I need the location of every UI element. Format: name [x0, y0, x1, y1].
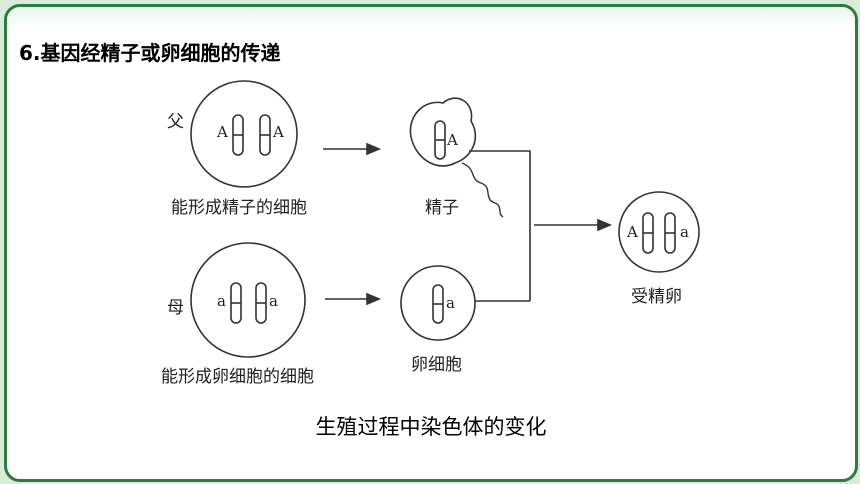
diagram-caption: 生殖过程中染色体的变化: [315, 415, 547, 439]
allele-label: a: [269, 292, 278, 310]
slide-title: 6.基因经精子或卵细胞的传递: [19, 41, 281, 65]
zygote-label: 受精卵: [631, 287, 682, 307]
father-cell: [190, 80, 298, 188]
mother-cell: [190, 242, 306, 358]
chromosome-diagram: A A a a A a A a: [190, 80, 700, 358]
egg-producing-cell-label: 能形成卵细胞的细胞: [161, 367, 314, 387]
allele-label: a: [680, 223, 689, 241]
allele-label: A: [446, 131, 458, 149]
zygote-cell: [618, 191, 700, 273]
allele-label: a: [446, 294, 455, 312]
allele-label: A: [216, 123, 228, 141]
allele-label: A: [626, 223, 638, 241]
egg-cell: [400, 265, 476, 341]
egg-label: 卵细胞: [411, 355, 462, 375]
sperm-cell: [409, 97, 477, 167]
sperm-label: 精子: [425, 198, 459, 218]
mother-label: 母: [167, 298, 184, 318]
slide-frame: 6.基因经精子或卵细胞的传递: [4, 4, 858, 482]
sperm-producing-cell-label: 能形成精子的细胞: [171, 198, 307, 218]
sperm-connector: [469, 150, 531, 301]
father-label: 父: [167, 112, 184, 132]
sperm-tail: [461, 162, 504, 218]
allele-label: A: [272, 123, 284, 141]
allele-label: a: [217, 292, 226, 310]
